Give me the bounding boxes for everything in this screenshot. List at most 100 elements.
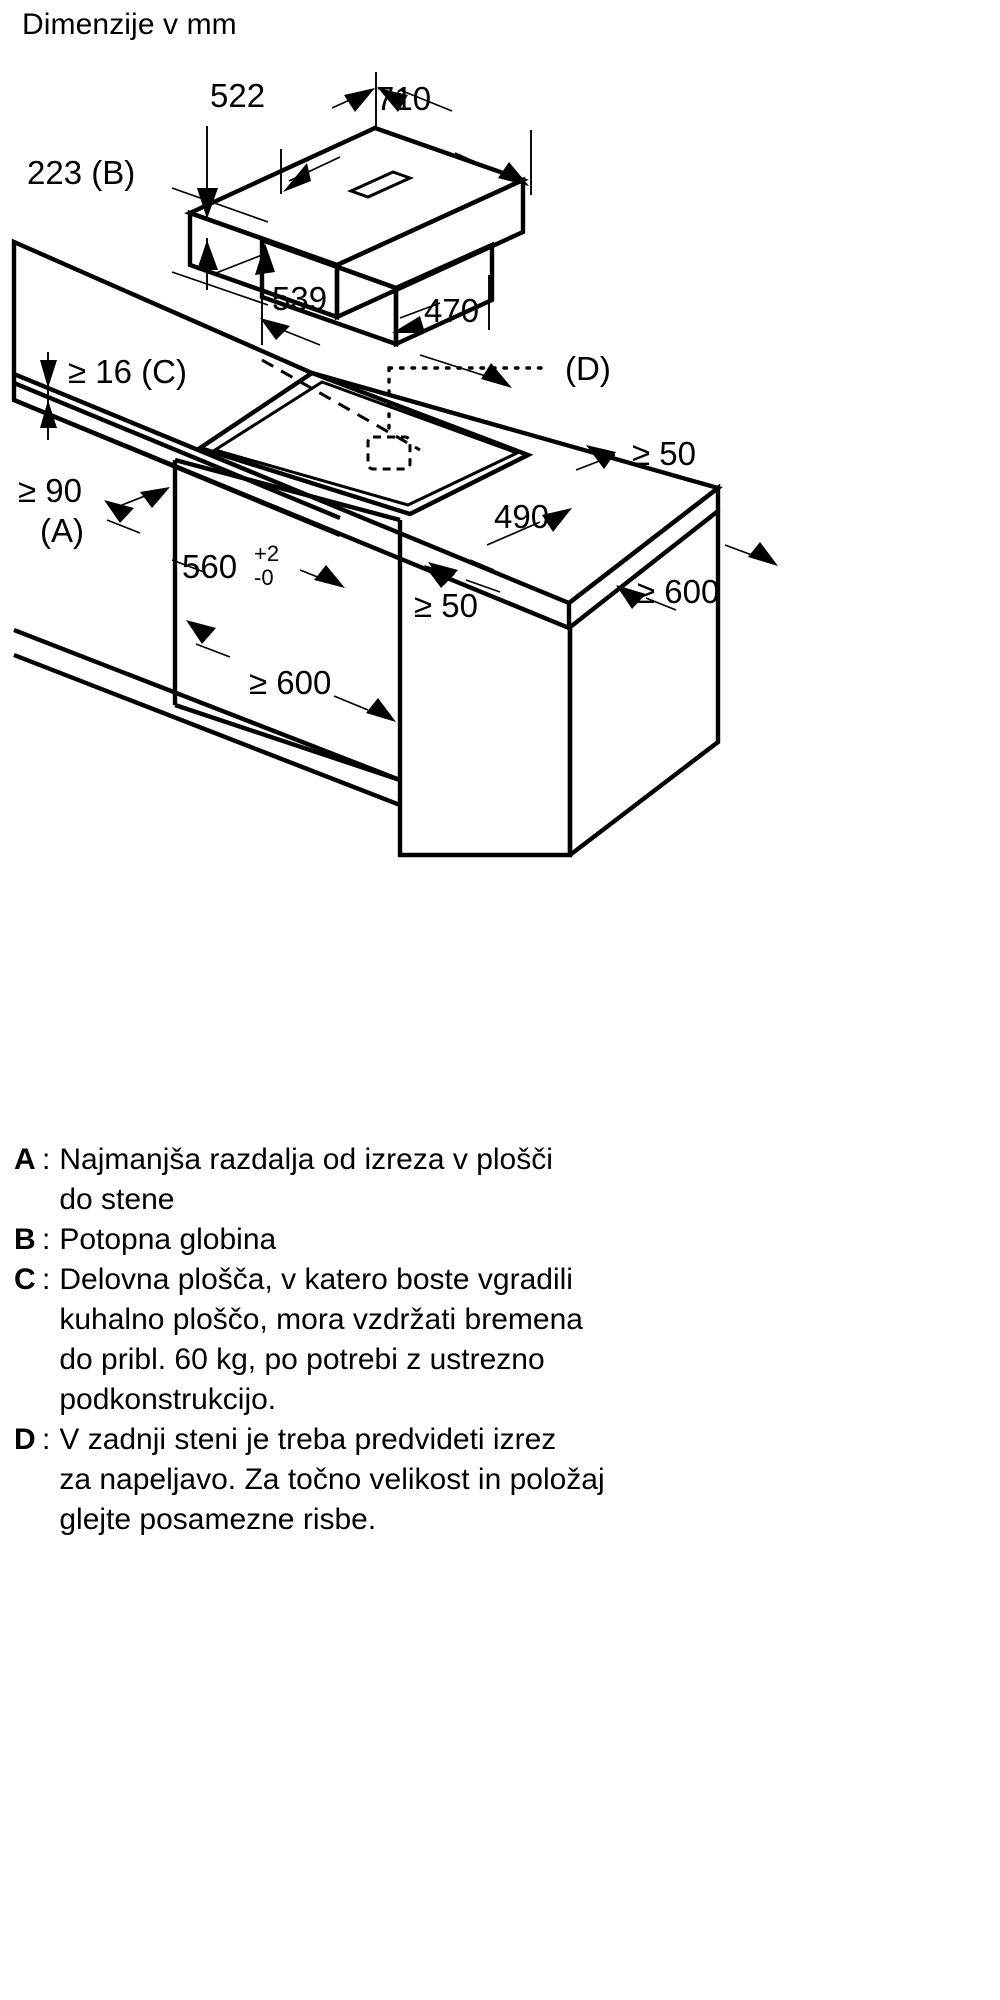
legend-colon-c: : (42, 1263, 51, 1296)
rear-cutout-symbol (366, 435, 412, 471)
legend-text-b: Potopna globina (59, 1220, 739, 1260)
dim-600-bottom-leader-2 (333, 695, 369, 711)
legend-text-c-line-2: kuhalno ploščo, mora vzdržati bremena (59, 1303, 583, 1336)
dim-16-label: ≥ 16 (C) (68, 353, 187, 390)
legend-text-c-line-3: do pribl. 60 kg, po potrebi z ustrezno (59, 1343, 545, 1376)
dim-90-a: ≥ 90 (A) (18, 472, 205, 573)
cabinet-top-front-edge (174, 457, 401, 523)
dim-539-ref (215, 254, 263, 274)
dim-600-bottom-arrow-a (186, 620, 216, 644)
dim-470: 470 (392, 275, 490, 333)
dim-600-right-leader-2 (645, 597, 677, 611)
dim-470-label: 470 (424, 292, 479, 329)
dim-223-arrow-down (197, 188, 218, 219)
cabinet-right-side (568, 511, 721, 857)
dim-90-leader-2 (106, 519, 141, 534)
dim-90-label: ≥ 90 (18, 472, 82, 509)
worktop-top-surface (11, 238, 723, 606)
legend-block: A : Najmanjša razdalja od izreza v plošč… (0, 1140, 1000, 1540)
dim-600-bottom-arrow-b (366, 698, 396, 722)
legend-colon-a: : (42, 1143, 51, 1176)
legend-key-d: D (14, 1423, 36, 1456)
dim-50-front-label: ≥ 50 (414, 587, 478, 624)
dim-50-front: ≥ 50 (414, 565, 501, 624)
dim-522-label: 522 (210, 77, 265, 114)
legend-colon-b: : (42, 1223, 51, 1256)
dim-600-right-arrow-b (616, 585, 646, 609)
legend-text-a-line-2: do stene (59, 1183, 175, 1216)
hob-right-side-face (334, 176, 526, 321)
legend-item-a: A : Najmanjša razdalja od izreza v plošč… (0, 1140, 1000, 1220)
legend-text-d: V zadnji steni je treba predvideti izrez… (59, 1420, 739, 1540)
worktop-right-thickness (567, 483, 721, 630)
legend-item-b: B : Potopna globina (0, 1220, 1000, 1260)
dim-223-arrow-up (197, 240, 218, 270)
legend-key-c: C (14, 1263, 36, 1296)
alignment-dashed-line (261, 358, 421, 452)
page-title: Dimenzije v mm (22, 8, 237, 41)
dim-710-arrow-right (498, 162, 529, 186)
dim-600-bottom: ≥ 600 (186, 620, 396, 722)
legend-text-c-line-1: Delovna plošča, v katero boste vgradili (59, 1263, 573, 1296)
dim-560-tol-plus: +2 (254, 541, 279, 566)
dim-539-arrow-up (255, 243, 275, 275)
dim-600-right-arrow-a (748, 542, 778, 566)
dim-490-leader-2 (469, 559, 495, 571)
dim-560-tol-minus: -0 (254, 565, 274, 590)
dim-16-arrow-down (40, 360, 57, 388)
dim-90-arrow-a (140, 487, 170, 508)
dim-90-a-label: (A) (40, 512, 84, 549)
callout-d: (D) (366, 350, 611, 471)
legend-item-c: C : Delovna plošča, v katero boste vgrad… (0, 1260, 1000, 1420)
dim-490-arrow (542, 508, 572, 532)
extractor-slot (346, 170, 415, 199)
dim-539-label: 539 (272, 280, 327, 317)
hob-top-face (184, 125, 529, 268)
dim-90-leader-3 (171, 559, 205, 573)
dim-539-arrow-left (260, 318, 290, 340)
dim-710-leader-a (399, 89, 453, 112)
dim-50-front-leader (465, 579, 501, 593)
dim-490-leader (486, 521, 541, 546)
floor-reference-line-1 (13, 627, 401, 783)
dim-223-ref-bottom (171, 271, 269, 306)
legend-key-a: A (14, 1143, 36, 1176)
dim-50-right-label: ≥ 50 (632, 435, 696, 472)
dim-490-label: 490 (494, 498, 549, 535)
legend-text-a: Najmanjša razdalja od izreza v plošči do… (59, 1140, 739, 1220)
dim-560-arrow-right (314, 565, 345, 588)
legend-text-c: Delovna plošča, v katero boste vgradili … (59, 1260, 739, 1420)
dim-539: 539 (215, 243, 512, 388)
dim-600-right-label: ≥ 600 (637, 573, 719, 610)
dim-522: 522 (210, 72, 377, 194)
dim-50-right: ≥ 50 (575, 435, 696, 472)
dim-223-b: 223 (B) (27, 126, 269, 306)
dim-539-leader-right (419, 354, 493, 379)
callout-d-label: (D) (565, 350, 611, 387)
cabinet-right-panel (397, 628, 573, 858)
dim-16-c: ≥ 16 (C) (40, 352, 187, 440)
dim-710: 710 (376, 80, 532, 195)
dim-600-right: ≥ 600 (616, 542, 778, 611)
dim-470-arrow-left (392, 316, 425, 333)
hob-isometric-view (184, 125, 529, 348)
dim-560: 560 +2 -0 (182, 541, 345, 590)
legend-text-d-line-2: za napeljavo. Za točno velikost in polož… (59, 1463, 605, 1496)
dim-710-label: 710 (376, 80, 431, 117)
legend-item-d: D : V zadnji steni je treba predvideti i… (0, 1420, 1000, 1540)
downdraft-body-top-edge (261, 237, 493, 291)
dim-90-arrow-b (104, 500, 134, 523)
dim-50-front-arrow (424, 565, 455, 588)
worktop-cabinet-view (11, 238, 723, 858)
worktop-thickness-band (13, 380, 341, 538)
worktop-cutout-opening (194, 370, 534, 517)
legend-text-a-line-1: Najmanjša razdalja od izreza v plošči (59, 1143, 553, 1176)
dim-470-leader (399, 302, 441, 319)
technical-drawing: 522 710 223 (B) (11, 72, 778, 858)
dim-16-arrow-up (40, 400, 57, 428)
dim-710-arrow-left (378, 88, 408, 112)
dim-490: 490 (428, 498, 572, 585)
legend-text-b-line-1: Potopna globina (59, 1223, 277, 1256)
dim-560-label: 560 (182, 548, 237, 585)
